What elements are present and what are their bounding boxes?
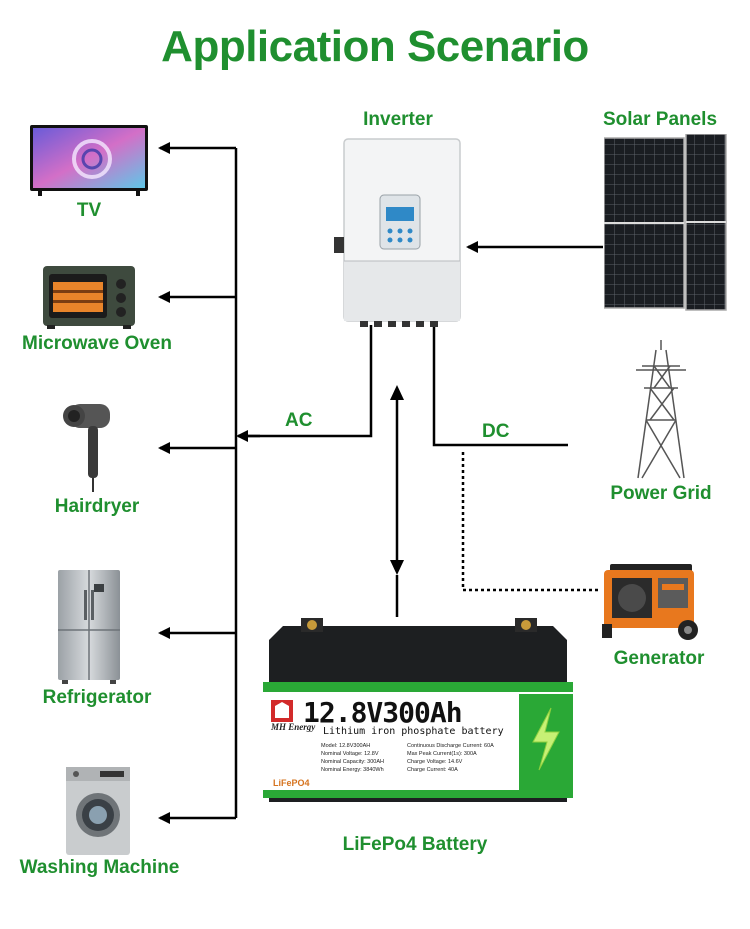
battery-case-icon — [263, 618, 573, 802]
inverter-label: Inverter — [363, 109, 433, 130]
battery-type-text: Lithium iron phosphate battery — [323, 726, 504, 737]
ac-output-line — [246, 325, 373, 438]
ac-wire-label: AC — [285, 410, 313, 431]
dc-wire-label: DC — [482, 421, 510, 442]
generator-icon — [602, 564, 698, 640]
battery-unit: MH Energy 12.8V300Ah Lithium iron phosph… — [257, 618, 579, 804]
refrigerator-icon — [58, 570, 120, 684]
appliance-label-tv: TV — [76, 200, 102, 221]
battery-caption: LiFePo4 Battery — [342, 834, 488, 855]
appliance-label-hairdryer: Hairdryer — [54, 496, 140, 517]
generator-label: Generator — [613, 648, 705, 669]
battery-spec-right: Continuous Discharge Current: 60A Max Pe… — [407, 743, 494, 773]
battery-spec-left: Model: 12.8V300AH Nominal Voltage: 12.8V… — [321, 743, 384, 773]
battery-chem-badge: LiFePO4 — [273, 778, 310, 788]
appliance-label-washing-machine: Washing Machine — [19, 857, 180, 878]
page-title: Application Scenario — [161, 22, 589, 71]
microwave-oven-icon — [43, 266, 135, 329]
solar-panel-icon — [604, 134, 727, 311]
washing-machine-icon — [66, 767, 130, 855]
appliance-label-microwave-oven: Microwave Oven — [22, 333, 172, 354]
power-grid-tower-icon — [636, 340, 686, 479]
battery-brand: MH Energy — [271, 722, 316, 732]
tv-icon — [30, 125, 148, 196]
battery-model-text: 12.8V300Ah — [303, 696, 463, 729]
inverter-icon — [334, 138, 461, 327]
solar-panels-label: Solar Panels — [602, 109, 718, 130]
appliance-label-refrigerator: Refrigerator — [42, 687, 152, 708]
hairdryer-icon — [63, 404, 110, 492]
power-grid-label: Power Grid — [610, 483, 712, 504]
generator-line — [461, 452, 600, 592]
dc-grid-line — [432, 325, 568, 447]
